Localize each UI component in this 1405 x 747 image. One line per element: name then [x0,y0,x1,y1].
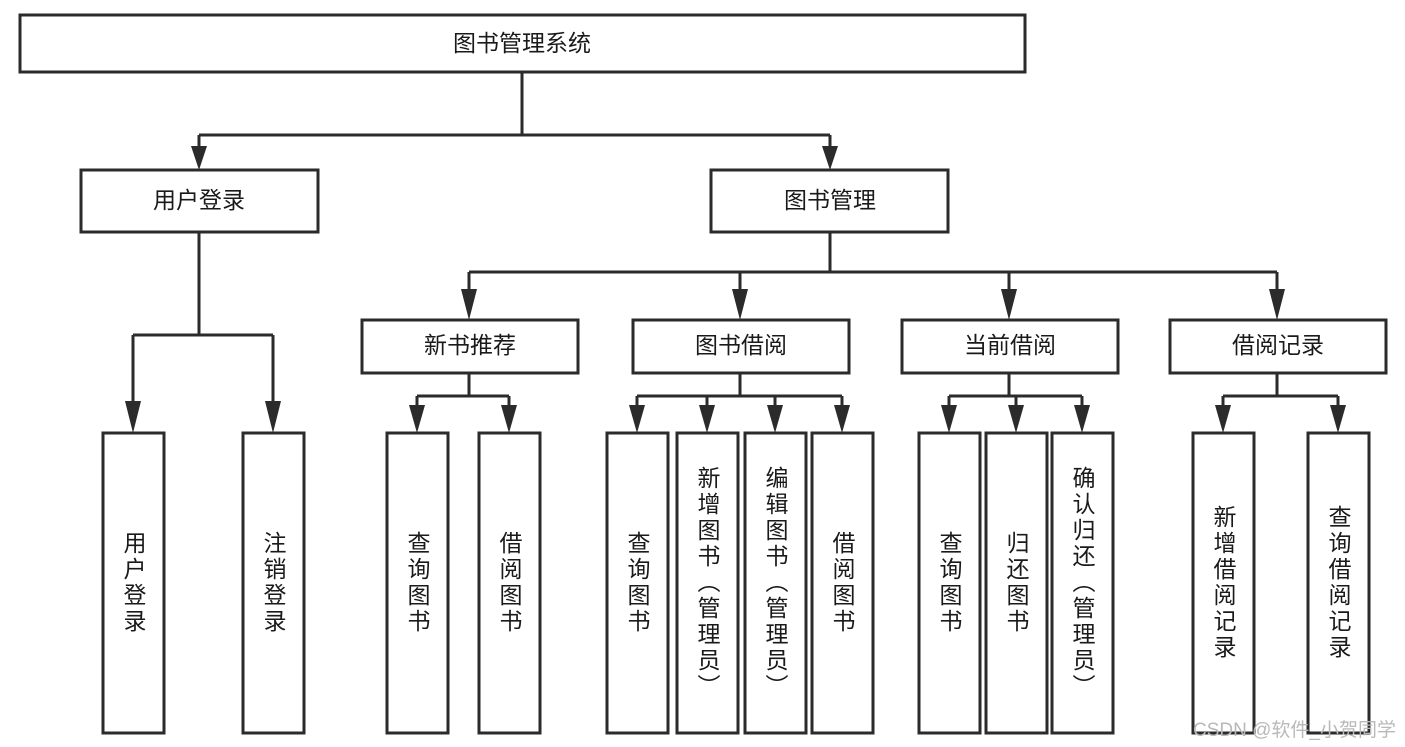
node-borrow-record[interactable]: 借阅记录 [1168,318,1388,375]
arrow-head-leaf-user-login [125,401,141,433]
node-user-login[interactable]: 用户登录 [79,168,320,234]
arrow-head-leaf-return-book [1008,405,1024,433]
node-leaf-query-book-2[interactable]: 查询图书 [605,431,670,735]
arrow-head-leaf-borrow-book-1 [501,405,517,433]
arrow-head-user-login [191,146,207,170]
node-leaf-query-book-3-label: 查询图书 [936,531,963,635]
arrow-head-book-manage [822,146,838,170]
arrow-head-borrow-record [1269,289,1285,320]
node-borrow-record-label: 借阅记录 [1232,332,1324,358]
node-leaf-return-book-label: 归还图书 [1003,531,1030,635]
csdn-watermark: CSDN @软件_小贺同学 [1193,719,1396,741]
node-root-label: 图书管理系统 [453,30,591,56]
node-leaf-query-book-1-label: 查询图书 [404,531,431,635]
arrow-head-leaf-edit-book [767,405,783,433]
arrow-head-new-book-rec [461,289,477,320]
node-user-login-label: 用户登录 [153,187,245,213]
node-leaf-return-book[interactable]: 归还图书 [984,431,1049,735]
node-new-book-rec-label: 新书推荐 [424,332,516,358]
node-root[interactable]: 图书管理系统 [18,13,1027,74]
node-leaf-query-book-2-box[interactable] [605,431,670,735]
node-leaf-borrow-book-2[interactable]: 借阅图书 [810,431,875,735]
node-book-borrow-label: 图书借阅 [695,332,787,358]
node-book-manage-label: 图书管理 [784,187,876,213]
node-book-manage[interactable]: 图书管理 [709,168,950,234]
node-leaf-query-record[interactable]: 查询借阅记录 [1306,431,1371,735]
node-leaf-user-login-label: 用户登录 [120,531,147,635]
arrow-head-book-borrow [732,289,748,320]
arrow-head-leaf-add-book [699,405,715,433]
node-leaf-user-login[interactable]: 用户登录 [101,431,166,735]
node-leaf-borrow-book-2-label: 借阅图书 [829,531,856,635]
node-leaf-user-login-box[interactable] [101,431,166,735]
node-current-borrow-label: 当前借阅 [964,332,1056,358]
node-current-borrow-box[interactable] [900,318,1120,375]
node-leaf-logout[interactable]: 注销登录 [241,431,306,735]
node-root-box[interactable] [18,13,1027,74]
node-leaf-logout-box[interactable] [241,431,306,735]
arrow-head-current-borrow [1001,289,1017,320]
node-leaf-return-book-box[interactable] [984,431,1049,735]
node-new-book-rec[interactable]: 新书推荐 [360,318,580,375]
node-leaf-edit-book-box[interactable] [743,431,808,735]
node-leaf-query-book-3[interactable]: 查询图书 [917,431,982,735]
node-leaf-add-book[interactable]: 新增图书（管理员） [675,431,740,735]
node-leaf-borrow-book-2-box[interactable] [810,431,875,735]
node-leaf-query-book-1-box[interactable] [385,431,450,735]
arrow-head-leaf-query-record [1330,405,1346,433]
node-leaf-add-record-label: 新增借阅记录 [1210,505,1237,661]
node-leaf-add-record[interactable]: 新增借阅记录 [1191,431,1256,735]
arrow-head-leaf-borrow-book-2 [834,405,850,433]
node-borrow-record-box[interactable] [1168,318,1388,375]
node-book-manage-box[interactable] [709,168,950,234]
node-user-login-box[interactable] [79,168,320,234]
node-leaf-borrow-book-1-box[interactable] [477,431,542,735]
node-book-borrow[interactable]: 图书借阅 [631,318,851,375]
node-leaf-edit-book[interactable]: 编辑图书（管理员） [743,431,808,735]
arrow-head-leaf-confirm-return [1074,405,1090,433]
arrow-head-leaf-logout [265,401,281,433]
node-new-book-rec-box[interactable] [360,318,580,375]
node-leaf-borrow-book-1-label: 借阅图书 [496,531,523,635]
node-leaf-query-book-2-label: 查询图书 [624,531,651,635]
connector-layer [125,72,1346,433]
node-leaf-query-record-box[interactable] [1306,431,1371,735]
arrow-head-leaf-query-book-3 [941,405,957,433]
node-book-borrow-box[interactable] [631,318,851,375]
node-leaf-confirm-return-box[interactable] [1050,431,1115,735]
node-leaf-confirm-return[interactable]: 确认归还（管理员） [1050,431,1115,735]
arrow-head-leaf-query-book-2 [629,405,645,433]
node-leaf-add-book-label: 新增图书（管理员） [694,466,721,700]
node-leaf-query-book-3-box[interactable] [917,431,982,735]
node-leaf-add-record-box[interactable] [1191,431,1256,735]
node-leaf-borrow-book-1[interactable]: 借阅图书 [477,431,542,735]
node-current-borrow[interactable]: 当前借阅 [900,318,1120,375]
node-leaf-query-record-label: 查询借阅记录 [1325,505,1352,661]
node-leaf-add-book-box[interactable] [675,431,740,735]
node-leaf-logout-label: 注销登录 [260,531,287,635]
node-leaf-query-book-1[interactable]: 查询图书 [385,431,450,735]
arrow-head-leaf-query-book-1 [409,405,425,433]
node-leaf-edit-book-label: 编辑图书（管理员） [762,466,789,700]
arrow-head-leaf-add-record [1215,405,1231,433]
node-leaf-confirm-return-label: 确认归还（管理员） [1069,466,1096,700]
